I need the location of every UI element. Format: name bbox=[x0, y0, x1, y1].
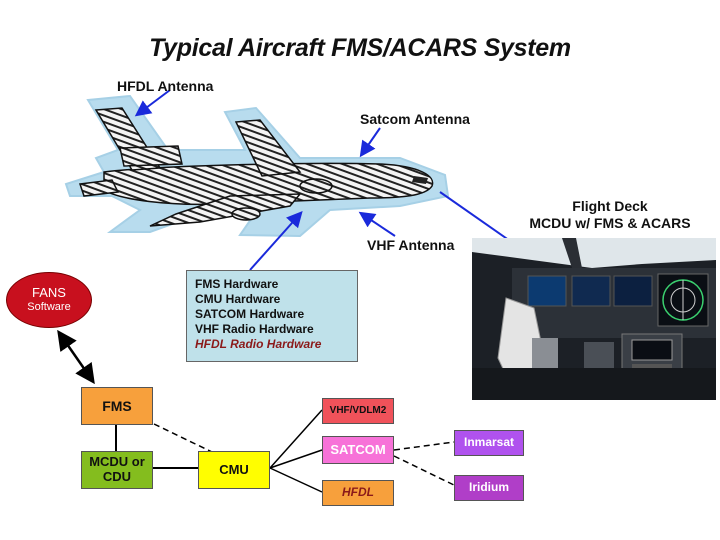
vhf-antenna-label: VHF Antenna bbox=[367, 237, 455, 253]
satcom-iridium-link bbox=[393, 455, 457, 487]
hfdl-block: HFDL bbox=[322, 480, 394, 506]
fans-fms-link bbox=[57, 329, 95, 385]
satcom-antenna-arrow bbox=[359, 127, 381, 158]
cmu-vhf-link bbox=[269, 409, 323, 469]
satcom-antenna-label: Satcom Antenna bbox=[360, 111, 470, 127]
page-title: Typical Aircraft FMS/ACARS System bbox=[149, 34, 571, 62]
vhf-vdlm2-block: VHF/VDLM2 bbox=[322, 398, 394, 424]
hardware-item-satcom: SATCOM Hardware bbox=[195, 307, 305, 321]
airplane-illustration bbox=[78, 107, 434, 227]
flight-deck-subtitle: MCDU w/ FMS & ACARS bbox=[529, 215, 691, 231]
hardware-item-fms: FMS Hardware bbox=[195, 277, 279, 291]
hardware-item-vhf: VHF Radio Hardware bbox=[195, 322, 314, 336]
flight-deck-photo bbox=[472, 238, 716, 400]
cmu-hfdl-link bbox=[269, 467, 323, 493]
fans-software-node: FANS Software bbox=[6, 272, 92, 328]
mcdu-label-line1: MCDU or bbox=[89, 454, 145, 470]
mcdu-label-line2: CDU bbox=[102, 469, 132, 484]
fms-block: FMS bbox=[81, 387, 153, 425]
flight-deck-label: Flight Deck MCDU w/ FMS & ACARS bbox=[502, 198, 718, 232]
hardware-box-arrow bbox=[249, 211, 303, 271]
vhf-antenna-arrow bbox=[358, 211, 396, 237]
cmu-satcom-link bbox=[269, 449, 323, 469]
iridium-block: Iridium bbox=[454, 475, 524, 501]
flight-deck-title: Flight Deck bbox=[572, 198, 648, 214]
hardware-item-cmu: CMU Hardware bbox=[195, 292, 281, 306]
cmu-block: CMU bbox=[198, 451, 270, 489]
fms-cmu-link bbox=[153, 423, 213, 453]
satcom-inmarsat-link bbox=[393, 441, 455, 451]
fans-label: FANS bbox=[32, 285, 66, 300]
hardware-item-hfdl: HFDL Radio Hardware bbox=[195, 337, 322, 351]
mcdu-block: MCDU or CDU bbox=[81, 451, 153, 489]
hfdl-antenna-label: HFDL Antenna bbox=[117, 78, 214, 94]
satcom-block: SATCOM bbox=[322, 436, 394, 464]
hfdl-antenna-arrow bbox=[134, 89, 171, 117]
fans-sublabel: Software bbox=[27, 301, 71, 313]
hardware-list-box: FMS Hardware CMU Hardware SATCOM Hardwar… bbox=[186, 270, 358, 362]
inmarsat-block: Inmarsat bbox=[454, 430, 524, 456]
